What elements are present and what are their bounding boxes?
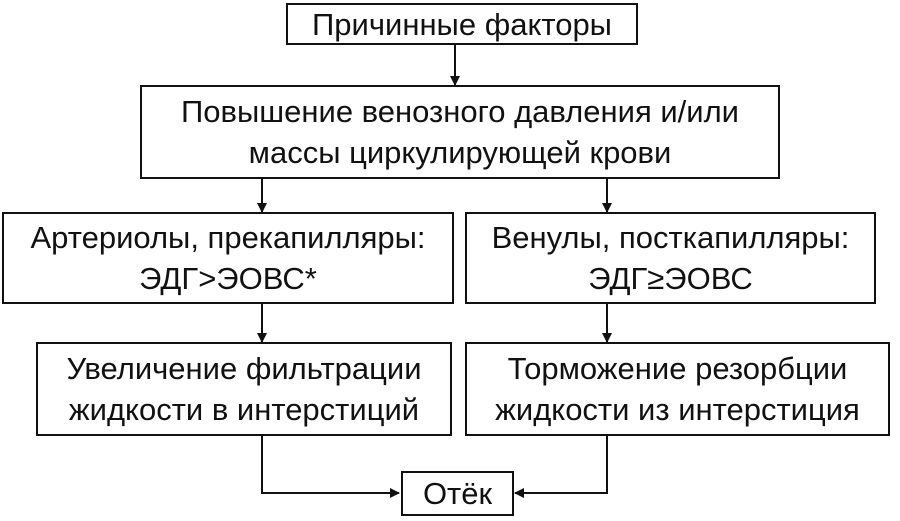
edema-label: Отёк — [422, 476, 493, 511]
venules-box: Венулы, посткапилляры: ЭДГ≥ЭОВС — [465, 212, 876, 304]
arterioles-line-1: Артериолы, прекапилляры: — [30, 220, 426, 255]
arrow-filtration-to-edema — [261, 435, 400, 498]
venous-pressure-box: Повышение венозного давления и/или массы… — [140, 85, 780, 179]
filtration-line-2: жидкости в интерстиций — [68, 392, 420, 427]
venous-pressure-line-2: массы циркулирующей крови — [248, 135, 672, 170]
resorption-box: Торможение резорбции жидкости из интерст… — [465, 342, 890, 436]
arterioles-line-2: ЭДГ>ЭОВС* — [139, 261, 317, 296]
arrow-resorption-to-edema — [514, 435, 608, 498]
causes-box: Причинные факторы — [286, 3, 638, 45]
filtration-box: Увеличение фильтрации жидкости в интерст… — [36, 342, 452, 436]
filtration-line-1: Увеличение фильтрации — [66, 351, 422, 386]
resorption-line-1: Торможение резорбции — [507, 351, 848, 386]
venules-line-2: ЭДГ≥ЭОВС — [588, 261, 753, 296]
edema-box: Отёк — [401, 471, 514, 516]
arterioles-box: Артериолы, прекапилляры: ЭДГ>ЭОВС* — [2, 212, 454, 304]
venules-line-1: Венулы, посткапилляры: — [491, 220, 850, 255]
causes-label: Причинные факторы — [312, 6, 612, 42]
resorption-line-2: жидкости из интерстиция — [495, 392, 860, 427]
venous-pressure-line-1: Повышение венозного давления и/или — [181, 94, 739, 129]
